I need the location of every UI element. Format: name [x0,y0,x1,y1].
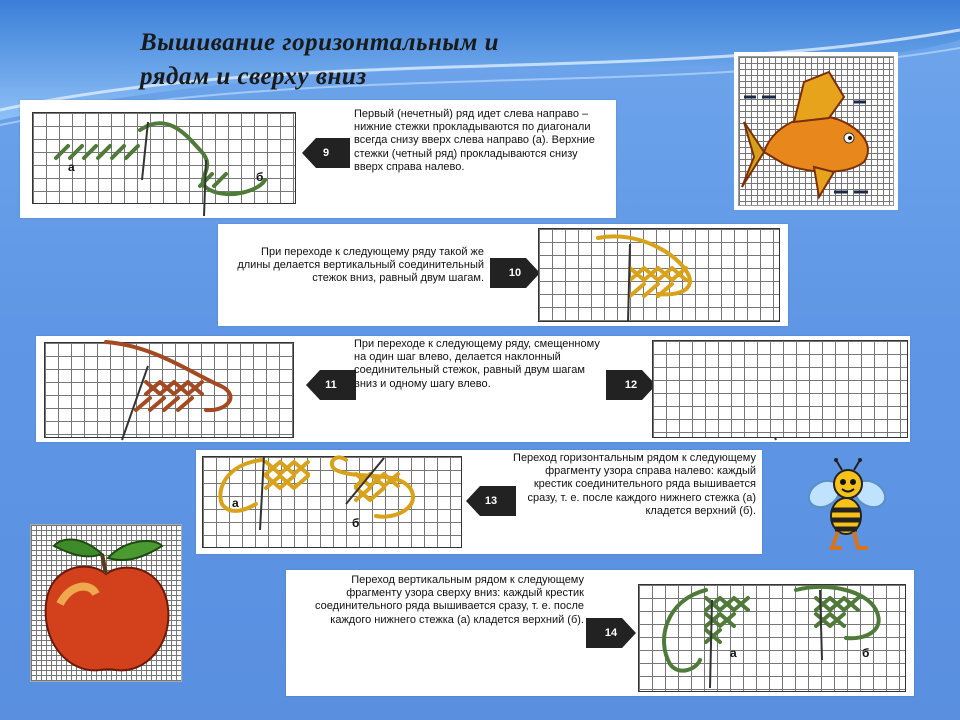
step-10-text: При переходе к следующему ряду такой же … [237,246,484,285]
step-13-label-a: а [232,496,239,510]
step-14-label-a: а [730,646,737,660]
step-9-panel: а б 9 Первый (нечетный) ряд идет слева н… [20,100,616,218]
step-11-12-panel: 11 При переходе к следующему ряду, смеще… [36,336,910,442]
bee-icon [807,458,887,550]
step-13-label-b: б [352,516,360,530]
step-9-thread-illustration [54,121,267,217]
step-14-badge: 14 [586,618,636,648]
step-14-number: 14 [604,627,618,639]
step-14-text: Переход вертикальным рядом к следующему … [315,574,584,626]
step-10-number: 10 [508,267,522,279]
step-13-badge: 13 [466,486,516,516]
step-9-label-a: а [68,160,75,174]
step-12-grid [652,340,908,438]
step-9-text: Первый (нечетный) ряд идет слева направо… [354,108,595,173]
apple-cross-stitch-picture [30,524,182,682]
step-9-number: 9 [322,147,330,159]
page-title: Вышивание горизонтальным и рядам и сверх… [140,26,700,94]
goldfish-cross-stitch-picture [734,52,898,210]
step-13-text: Переход горизонтальным рядом к следующем… [513,452,756,517]
title-line-2: рядам и сверху вниз [140,63,367,90]
step-9-badge: 9 [302,138,350,168]
apple-icon [44,538,170,672]
step-13-panel: а б 13 Переход горизонтальным рядом к сл… [196,450,762,554]
step-14-label-b: б [862,646,870,660]
step-12-number: 12 [624,379,638,391]
step-10-panel: При переходе к следующему ряду такой же … [218,224,788,326]
step-10-thread-illustration [596,234,692,323]
step-10-grid [538,228,780,322]
step-14-panel: Переход вертикальным рядом к следующему … [286,570,914,696]
step-11-badge: 11 [306,370,356,400]
step-11-number: 11 [325,379,337,391]
step-14-thread-illustration [662,585,881,689]
step-12-badge: 12 [606,370,656,400]
step-13-number: 13 [484,495,498,507]
step-13-grid [202,456,462,548]
step-10-badge: 10 [490,258,540,288]
step-9-label-b: б [256,170,264,184]
step-13-thread-illustration [218,455,415,531]
goldfish-icon [741,70,869,200]
title-line-1: Вышивание горизонтальным и [140,29,500,56]
step-11-text: При переходе к следующему ряду, смещенно… [354,338,600,390]
